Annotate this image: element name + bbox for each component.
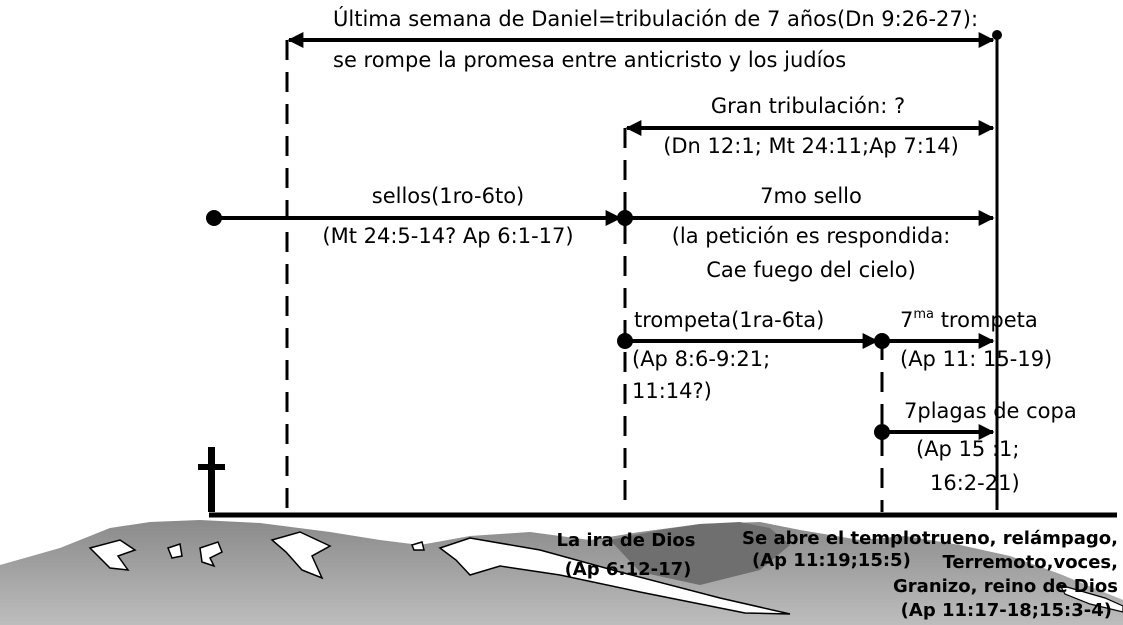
wrath-ref: (Ap 6:12-17) bbox=[565, 559, 692, 580]
temple-title: Se abre el templo bbox=[742, 528, 921, 549]
end-dot bbox=[992, 30, 1002, 40]
seventh-seal-title: 7mo sello bbox=[760, 184, 862, 208]
week-subtitle: se rompe la promesa entre anticristo y l… bbox=[333, 48, 846, 72]
great-tribulation-ref: (Dn 12:1; Mt 24:11;Ap 7:14) bbox=[663, 134, 959, 158]
seventh-trumpet-ref: (Ap 11: 15-19) bbox=[900, 347, 1052, 371]
bowls-ref2: 16:2-21) bbox=[930, 471, 1020, 495]
thunder-line2: Terremoto,voces, bbox=[942, 552, 1118, 573]
seals-ref: (Mt 24:5-14? Ap 6:1-17) bbox=[322, 224, 573, 248]
thunder-line4: (Ap 11:17-18;15:3-4) bbox=[901, 600, 1112, 621]
trumpets-ref2: 11:14?) bbox=[632, 379, 712, 403]
week-title: Última semana de Daniel=tribulación de 7… bbox=[333, 6, 978, 31]
seventh-trumpet-title: 7ma trompeta bbox=[900, 307, 1038, 332]
thunder-line1: trueno, relámpago, bbox=[922, 528, 1118, 549]
seventh-seal-fire: Cae fuego del cielo) bbox=[706, 258, 916, 282]
seventh-seal-answer: (la petición es respondida: bbox=[672, 224, 951, 248]
mountain-landscape bbox=[0, 520, 1123, 625]
great-tribulation-title: Gran tribulación: ? bbox=[711, 94, 905, 118]
cross-icon bbox=[198, 447, 225, 512]
bowls-ref1: (Ap 15 :1; bbox=[916, 437, 1019, 461]
thunder-line3: Granizo, reino de Dios bbox=[893, 576, 1118, 597]
wrath-title: La ira de Dios bbox=[557, 530, 696, 551]
bowls-title: 7plagas de copa bbox=[904, 399, 1077, 423]
seals-title: sellos(1ro-6to) bbox=[372, 184, 525, 208]
trumpets-title: trompeta(1ra-6ta) bbox=[634, 308, 824, 332]
temple-ref: (Ap 11:19;15:5) bbox=[752, 550, 911, 571]
trumpets-ref1: (Ap 8:6-9:21; bbox=[632, 347, 770, 371]
